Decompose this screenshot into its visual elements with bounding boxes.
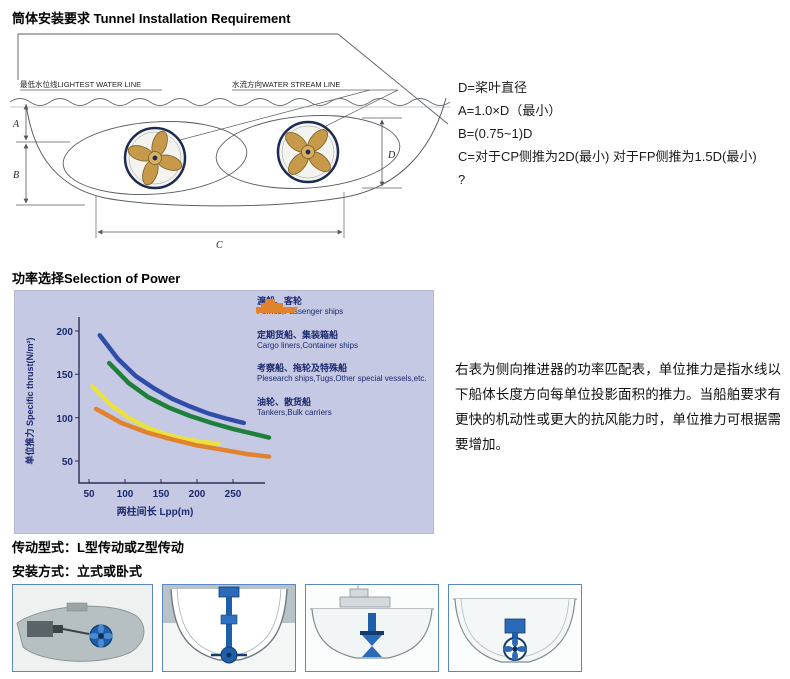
- chart-series-curve: [97, 333, 247, 426]
- chart-series-curve: [93, 406, 272, 459]
- installation-mode-title: 安装方式：立式或卧式: [12, 564, 143, 579]
- dimension-b: B: [13, 143, 85, 206]
- superstructure-sketch: [339, 585, 391, 608]
- legend-label-cn: 考察船、拖轮及特殊船: [257, 363, 348, 373]
- legend-label-en: Ferries,Passenger ships: [257, 307, 344, 316]
- chart-series-curve: [106, 360, 272, 440]
- svg-text:A: A: [12, 119, 20, 130]
- hull-outline: [25, 97, 447, 207]
- svg-text:200: 200: [56, 327, 73, 338]
- installation-requirements: D=桨叶直径 A=1.0×D（最小） B=(0.75~1)D C=对于CP侧推为…: [458, 76, 780, 191]
- chart-axes: [78, 317, 265, 484]
- legend-label-en: Tankers,Bulk carriers: [257, 407, 332, 417]
- svg-text:50: 50: [83, 489, 95, 500]
- svg-text:100: 100: [117, 489, 134, 500]
- legend-label-cn: 油轮、散货船: [257, 396, 312, 407]
- y-axis-label: 单位推力 Specific thrust(N/m²): [24, 337, 35, 464]
- chart-curves: [90, 333, 272, 459]
- thrust-chart-canvas: 200 150 100 50 50 100 150 200 250 单位推力 S…: [24, 317, 272, 518]
- installation-gallery: [12, 584, 582, 672]
- svg-text:50: 50: [62, 457, 74, 468]
- stream-label: 水流方向WATER STREAM LINE: [232, 79, 340, 89]
- install-image-vertical-drive: [162, 584, 296, 672]
- ship-icon: [256, 299, 298, 313]
- waterline-wave: [10, 98, 451, 106]
- tunnel-thruster-icon: [503, 618, 527, 661]
- power-selection-title: 功率选择Selection of Power: [12, 271, 181, 286]
- gate-valve-thruster-icon: [360, 613, 384, 657]
- install-image-tunnel-unit: [448, 584, 582, 672]
- requirement-line: D=桨叶直径: [458, 80, 527, 95]
- axis-ticks: [75, 330, 234, 483]
- svg-text:D: D: [387, 150, 396, 161]
- dimension-a: A: [12, 104, 70, 143]
- requirement-line: B=(0.75~1)D: [458, 126, 533, 141]
- tunnel-installation-drawing: 最低水位线LIGHTEST WATER LINE 水流方向WATER STREA…: [10, 33, 451, 251]
- x-tick-labels: 50 100 150 200 250: [83, 489, 241, 500]
- install-image-horizontal-drive: [12, 584, 153, 672]
- waterline-label: 最低水位线LIGHTEST WATER LINE: [20, 79, 141, 89]
- thruster-propeller-right: [276, 120, 340, 184]
- thruster-unit-icon: [89, 624, 113, 648]
- requirement-line: ?: [458, 172, 466, 187]
- dimension-d: D: [362, 117, 402, 189]
- install-image-l-drive: [305, 584, 439, 672]
- power-match-note: 右表为侧向推进器的功率匹配表，单位推力是指水线以下船体长度方向每单位投影面积的推…: [455, 362, 781, 452]
- svg-text:200: 200: [189, 489, 206, 500]
- x-axis-label: 两柱间长 Lpp(m): [117, 505, 194, 518]
- tunnel-left-outline: [62, 121, 248, 195]
- svg-text:B: B: [13, 170, 19, 181]
- chart-series-curve: [90, 384, 221, 446]
- legend-label-cn: 渡船、客轮: [257, 296, 303, 306]
- vertical-shaft-thruster-icon: [211, 586, 247, 664]
- svg-text:100: 100: [56, 414, 73, 425]
- hull-upper-lines: [17, 33, 449, 125]
- dimension-c: C: [95, 192, 345, 251]
- legend-label-cn: 定期货船、集装箱船: [257, 329, 339, 340]
- svg-text:250: 250: [225, 489, 242, 500]
- requirement-line: A=1.0×D（最小）: [458, 103, 562, 118]
- transmission-type-title: 传动型式：L型传动或Z型传动: [12, 540, 184, 555]
- requirement-line: C=对于CP侧推为2D(最小) 对于FP侧推为1.5D(最小): [458, 149, 757, 164]
- legend-label-en: Cargo liners,Container ships: [257, 340, 358, 350]
- thruster-propeller-left: [123, 126, 187, 190]
- svg-text:150: 150: [56, 370, 73, 381]
- tunnel-installation-title: 筒体安装要求 Tunnel Installation Requirement: [12, 11, 291, 26]
- power-selection-chart: 200 150 100 50 50 100 150 200 250 单位推力 S…: [14, 290, 434, 534]
- svg-text:150: 150: [153, 489, 170, 500]
- svg-text:C: C: [216, 240, 223, 251]
- tunnel-right-outline: [215, 115, 401, 189]
- legend-label-en: Plesearch ships,Tugs,Other special vesse…: [257, 374, 427, 383]
- y-tick-labels: 200 150 100 50: [56, 327, 73, 468]
